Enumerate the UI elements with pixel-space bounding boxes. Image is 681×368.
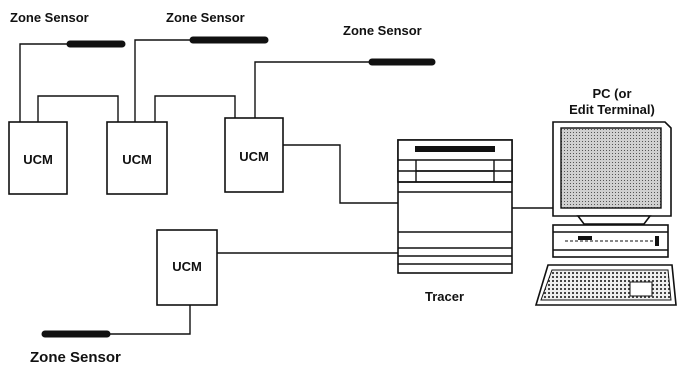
tracer-label: Tracer xyxy=(425,289,464,304)
sensor-wire-4 xyxy=(107,305,190,334)
tracer-device xyxy=(398,140,512,273)
sensor-wire-2 xyxy=(135,40,193,122)
sensor-wire-1 xyxy=(20,44,70,122)
pc-label-line1: PC (or xyxy=(593,86,632,101)
ucm3-tracer-wire xyxy=(283,145,398,203)
pc-base-unit xyxy=(553,225,668,257)
ucm-link-2-3 xyxy=(155,96,235,122)
ucm-box-2: UCM xyxy=(107,122,167,194)
ucm-label-2: UCM xyxy=(122,152,152,167)
pc-screen xyxy=(561,128,661,208)
sensor-wire-3 xyxy=(255,62,372,118)
ucm-link-1-2 xyxy=(38,96,118,122)
zone-sensor-label-4: Zone Sensor xyxy=(30,349,121,366)
ucm-box-3: UCM xyxy=(225,118,283,192)
zone-sensor-label-1: Zone Sensor xyxy=(10,10,89,25)
pc-monitor xyxy=(553,122,671,224)
ucm-label-1: UCM xyxy=(23,152,53,167)
pc-keyboard xyxy=(536,265,676,305)
ucm-label-4: UCM xyxy=(172,259,202,274)
ucm-box-4: UCM xyxy=(157,230,217,305)
zone-sensor-label-3: Zone Sensor xyxy=(343,23,422,38)
zone-sensor-label-2: Zone Sensor xyxy=(166,10,245,25)
tracer-display-bar xyxy=(415,146,495,152)
pc-label-line2: Edit Terminal) xyxy=(569,102,655,117)
ucm-label-3: UCM xyxy=(239,149,269,164)
ucm-box-1: UCM xyxy=(9,122,67,194)
